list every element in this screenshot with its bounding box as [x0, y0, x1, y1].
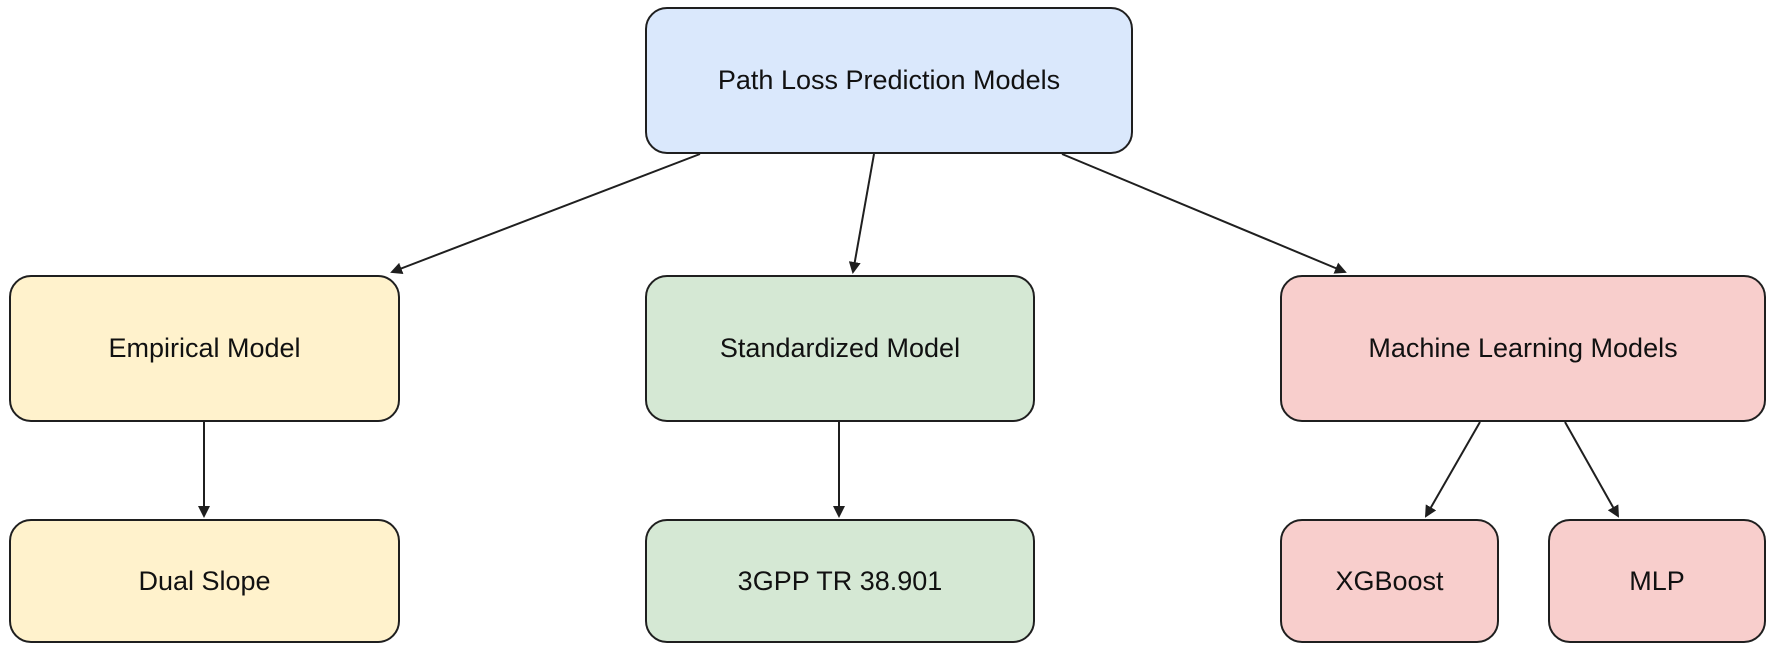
- node-label-machine-learning-models: Machine Learning Models: [1368, 333, 1678, 363]
- node-empirical-model: Empirical Model: [9, 275, 400, 422]
- node-path-loss-prediction-models: Path Loss Prediction Models: [645, 7, 1133, 154]
- node-label-xgboost: XGBoost: [1335, 565, 1444, 596]
- node-label-mlp: MLP: [1629, 565, 1685, 596]
- node-label-dual-slope: Dual Slope: [138, 565, 271, 596]
- node-dual-slope: Dual Slope: [9, 519, 400, 643]
- node-3gpp-tr-38-901: 3GPP TR 38.901: [645, 519, 1035, 643]
- node-label-empirical-model: Empirical Model: [108, 333, 301, 363]
- edge-machine-learning-to-mlp: [1564, 421, 1619, 518]
- node-label-3gpp-tr-38-901: 3GPP TR 38.901: [737, 565, 943, 596]
- node-label-path-loss-prediction-models: Path Loss Prediction Models: [717, 65, 1061, 95]
- edge-machine-learning-to-xgboost: [1425, 421, 1481, 518]
- edge-root-to-empirical: [390, 153, 701, 275]
- node-machine-learning-models: Machine Learning Models: [1280, 275, 1766, 422]
- edge-root-to-machine-learning: [1061, 153, 1347, 274]
- node-xgboost: XGBoost: [1280, 519, 1499, 643]
- node-standardized-model: Standardized Model: [645, 275, 1035, 422]
- node-label-standardized-model: Standardized Model: [719, 333, 961, 363]
- node-mlp: MLP: [1548, 519, 1766, 643]
- edge-root-to-standardized: [848, 153, 875, 274]
